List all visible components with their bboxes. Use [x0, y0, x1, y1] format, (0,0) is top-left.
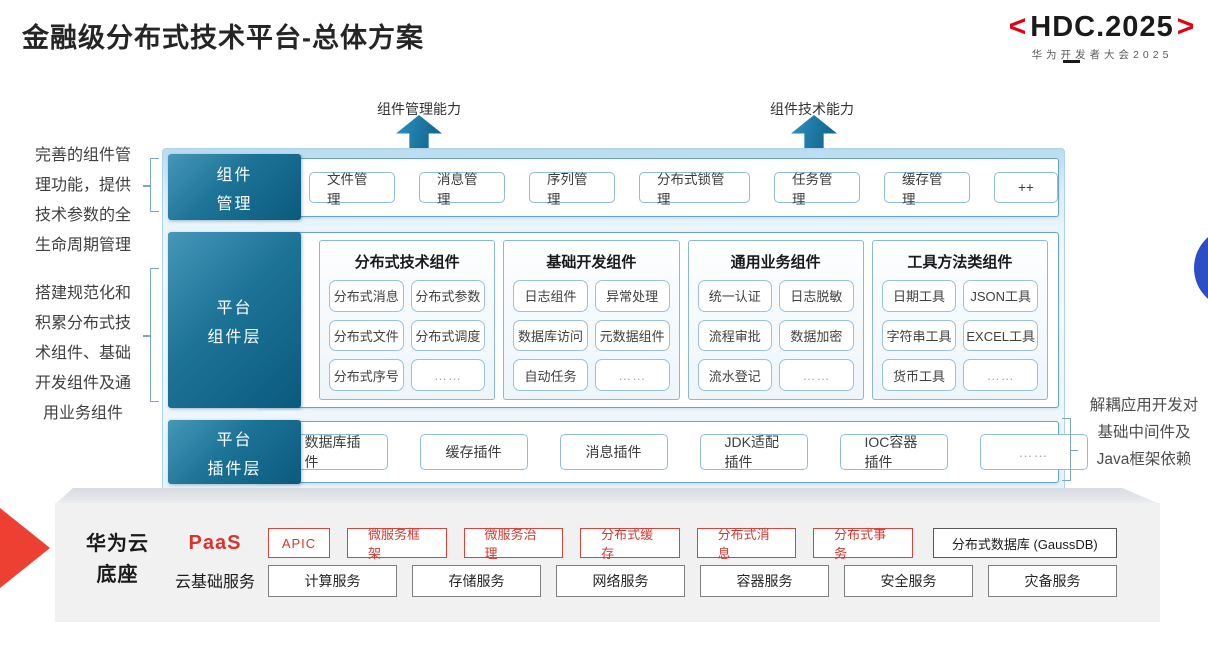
paas-database-item: 分布式数据库 (GaussDB): [932, 528, 1117, 558]
column-header: 通用业务组件: [730, 254, 821, 271]
hdc-logo-text: < HDC.2025 >: [1002, 10, 1202, 44]
component-item-more: ……: [594, 359, 670, 391]
component-item: EXCEL工具: [963, 319, 1038, 352]
red-arrow-icon: [0, 508, 50, 588]
paas-item: APIC: [268, 528, 330, 558]
column-header: 分布式技术组件: [354, 254, 460, 271]
hdc-logo: < HDC.2025 > 华为开发者大会2025: [1002, 10, 1202, 63]
plugin-layer-label: 平台 插件层: [168, 420, 301, 484]
column-basic-dev: 基础开发组件 日志组件 异常处理 数据库访问 元数据组件 自动任务 ……: [503, 240, 680, 400]
paas-row: APIC 微服务框架 微服务治理 分布式缓存 分布式消息 分布式事务 分布式数据…: [268, 527, 1117, 561]
cloud-service-item: 计算服务: [268, 565, 397, 597]
component-item: 流程审批: [697, 319, 773, 352]
column-common-business: 通用业务组件 统一认证 日志脱敏 流程审批 数据加密 流水登记 ……: [687, 240, 864, 400]
annotation-management: 完善的组件管 理功能，提供 技术参数的全 生命周期管理: [34, 147, 131, 254]
component-layer-row: 分布式技术组件 分布式消息 分布式参数 分布式文件 分布式调度 分布式序号 ………: [256, 232, 1059, 408]
component-item: 货币工具: [881, 359, 957, 391]
component-item: 流水登记: [697, 359, 773, 391]
capability-label-technical: 组件技术能力: [770, 101, 854, 117]
plugin-item: IOC容器插件: [839, 434, 948, 470]
component-layer-label: 平台 组件层: [168, 232, 301, 408]
capability-label-management: 组件管理能力: [377, 101, 461, 117]
component-item-more: ……: [963, 359, 1038, 391]
management-item: 缓存管理: [884, 172, 970, 207]
cloud-service-item: 安全服务: [844, 565, 973, 597]
component-item-more: ……: [410, 359, 486, 391]
paas-item: 微服务治理: [463, 527, 564, 561]
paas-item: 分布式消息: [696, 527, 797, 561]
component-item-more: ……: [779, 359, 854, 391]
component-item: 日志脱敏: [779, 280, 854, 312]
plugin-item: 缓存插件: [419, 434, 528, 470]
cloud-service-item: 容器服务: [700, 565, 829, 597]
brace-component-layer: [143, 268, 159, 402]
cloud-service-item: 网络服务: [556, 565, 685, 597]
paas-item: 微服务框架: [347, 527, 447, 561]
component-item: 异常处理: [594, 280, 670, 312]
component-item: 数据库访问: [513, 319, 588, 352]
brace-plugin-layer: [1062, 418, 1078, 481]
hdc-logo-subtitle: 华为开发者大会2025: [1031, 49, 1173, 61]
management-item: 分布式锁管理: [639, 172, 750, 207]
component-item: 字符串工具: [881, 319, 957, 352]
management-item: 消息管理: [419, 172, 505, 207]
management-item: ++: [994, 172, 1058, 203]
component-item: 日志组件: [513, 280, 588, 312]
foundation-label: 华为云 底座: [86, 533, 149, 586]
plugin-item: JDK适配插件: [699, 434, 808, 470]
component-item: 分布式消息: [329, 280, 404, 312]
plugin-item-more: ……: [979, 434, 1088, 470]
annotation-decouple: 解耦应用开发对 基础中间件及 Java框架依赖: [1089, 397, 1199, 468]
column-header: 基础开发组件: [546, 254, 637, 271]
management-item: 文件管理: [309, 172, 395, 207]
component-item: 自动任务: [513, 359, 588, 391]
component-item: 元数据组件: [594, 319, 670, 352]
logo-name: HDC.2025: [1030, 10, 1174, 43]
component-item: 分布式调度: [410, 319, 486, 352]
column-distributed-tech: 分布式技术组件 分布式消息 分布式参数 分布式文件 分布式调度 分布式序号 ……: [319, 240, 496, 400]
component-item: 分布式参数: [410, 280, 486, 312]
column-tool-methods: 工具方法类组件 日期工具 JSON工具 字符串工具 EXCEL工具 货币工具 ……: [871, 240, 1048, 400]
paas-item: 分布式事务: [813, 527, 913, 561]
component-item: 数据加密: [779, 319, 854, 352]
huawei-cloud-foundation: 华为云 底座 PaaS 云基础服务 APIC 微服务框架 微服务治理 分布式缓存…: [55, 503, 1160, 622]
cloud-services-label: 云基础服务: [174, 574, 255, 591]
component-item: 日期工具: [881, 280, 957, 312]
cloud-services-row: 计算服务 存储服务 网络服务 容器服务 安全服务 灾备服务: [268, 565, 1117, 597]
management-item: 序列管理: [529, 172, 615, 207]
management-item: 任务管理: [774, 172, 860, 207]
decorative-circle: [1194, 227, 1208, 309]
management-row: 文件管理 消息管理 序列管理 分布式锁管理 任务管理 缓存管理 ++: [256, 158, 1059, 217]
management-row-label: 组件 管理: [168, 154, 301, 220]
annotation-components: 搭建规范化和 积累分布式技 术组件、基础 开发组件及通 用业务组件: [34, 285, 131, 422]
component-item: 统一认证: [697, 280, 773, 312]
cloud-service-item: 存储服务: [412, 565, 541, 597]
cloud-service-item: 灾备服务: [988, 565, 1117, 597]
logo-open-bracket: <: [1008, 10, 1028, 43]
component-item: 分布式文件: [329, 319, 404, 352]
plugin-item: 消息插件: [559, 434, 668, 470]
page-title: 金融级分布式技术平台-总体方案: [22, 23, 424, 53]
foundation-top-bevel: [55, 488, 1160, 504]
logo-close-bracket: >: [1176, 10, 1196, 43]
component-item: JSON工具: [963, 280, 1038, 312]
column-header: 工具方法类组件: [907, 254, 1013, 271]
paas-label: PaaS: [188, 532, 242, 554]
platform-panel: 组件 管理 文件管理 消息管理 序列管理 分布式锁管理 任务管理 缓存管理 ++…: [162, 148, 1088, 492]
paas-item: 分布式缓存: [580, 527, 680, 561]
brace-management-row: [143, 158, 159, 212]
component-item: 分布式序号: [329, 359, 404, 391]
plugin-layer-row: 数据库插件 缓存插件 消息插件 JDK适配插件 IOC容器插件 ……: [256, 421, 1088, 483]
logo-c-underline: [1063, 60, 1080, 63]
